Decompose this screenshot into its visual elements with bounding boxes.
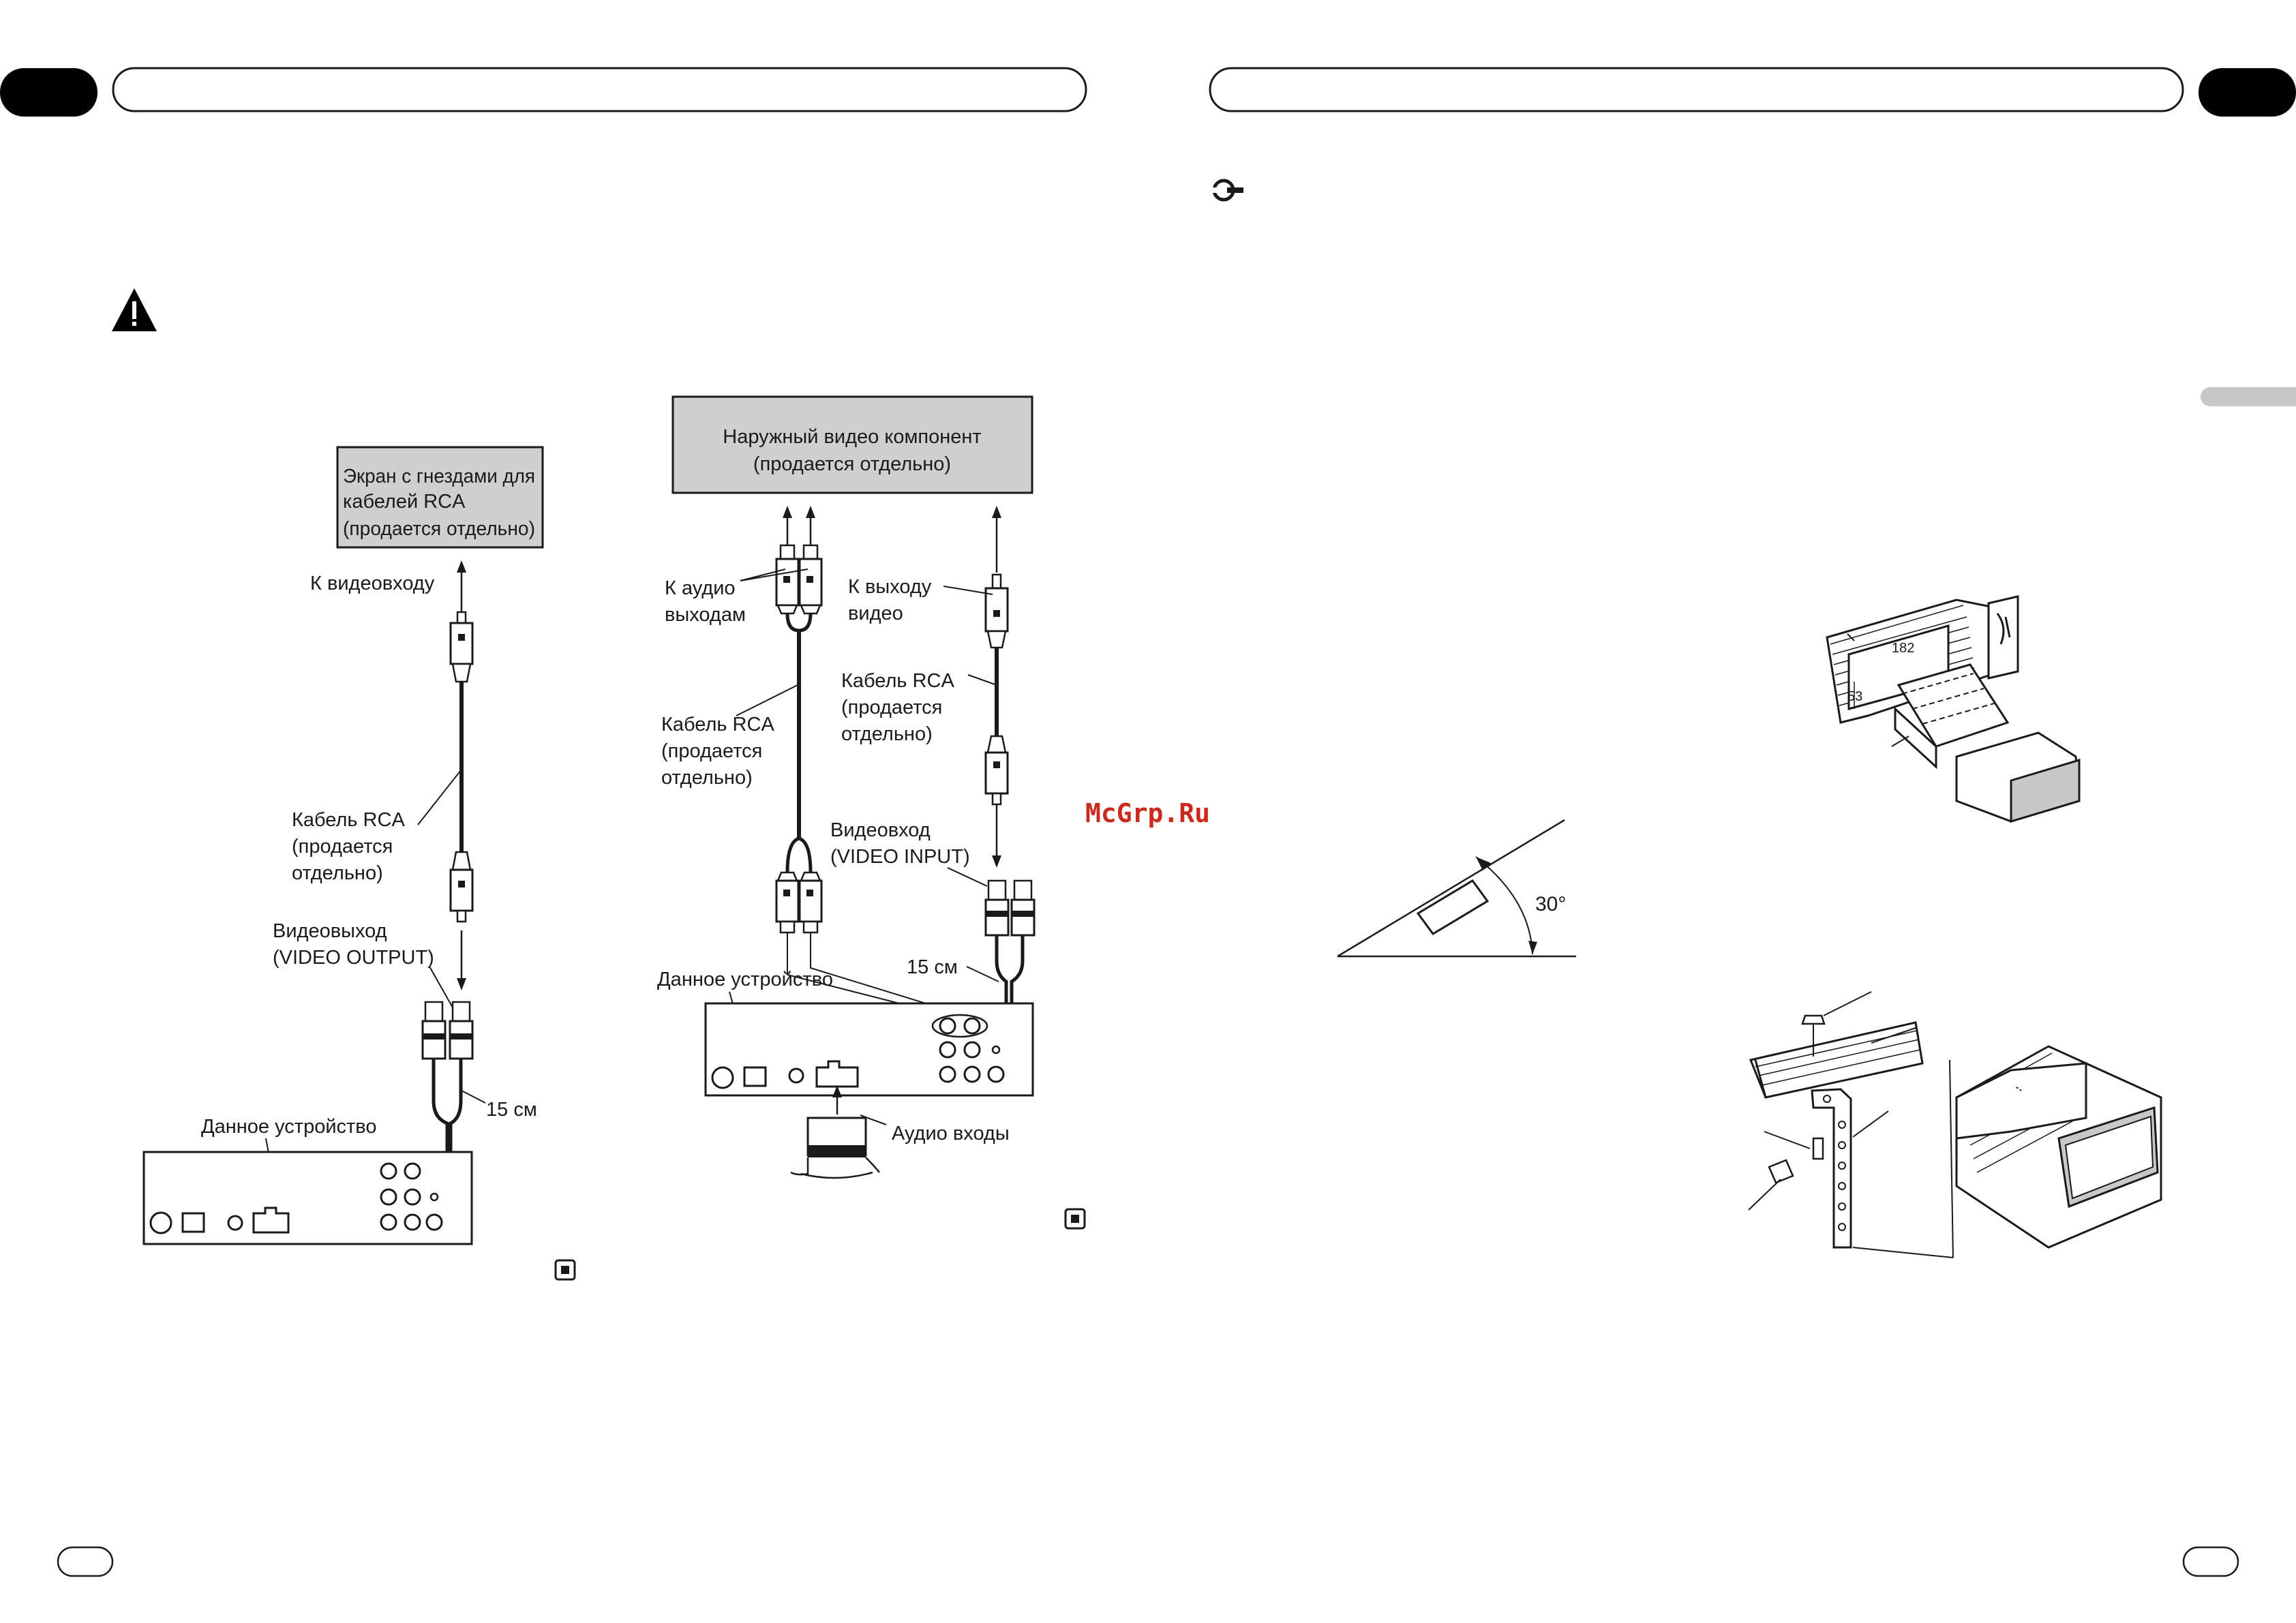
rca-plug-bottom [449, 851, 474, 923]
rca-plug-video-top [984, 573, 1009, 649]
rca-cable-right-line1: Кабель RCA [841, 670, 954, 692]
end-of-section-icon [554, 1259, 576, 1281]
rca-plug-top [449, 611, 474, 683]
side-language-tab [2201, 387, 2296, 406]
right-title-bar [1209, 67, 2184, 112]
rca-jack-pair-right [984, 879, 1036, 1020]
install-sleeve-diagram: 182 53 [1826, 595, 2081, 823]
video-output-line1: Видеовыход [273, 920, 387, 942]
screw-icon [1812, 1137, 1824, 1160]
warning-triangle-icon [112, 288, 157, 331]
angle-label: 30° [1535, 893, 1566, 915]
display-box [336, 446, 544, 549]
angle-diagram: 30° [1337, 819, 1576, 958]
audio-inputs-label: Аудио входы [892, 1123, 1010, 1144]
rca-cable-line2: (продается [292, 836, 393, 858]
end-of-section-icon [1064, 1208, 1086, 1230]
rca-cable-line3: отдельно) [292, 862, 383, 884]
right-diagram: Наружный видео компонент (продается отде… [657, 395, 1086, 1230]
to-video-output-line1: К выходу [848, 576, 932, 598]
rca-cable-left-line3: отдельно) [661, 767, 753, 789]
length-label: 15 см [486, 1099, 537, 1121]
screw-icon [1768, 1159, 1794, 1184]
rca-cable-left-line2: (продается [661, 740, 762, 762]
rca-cable-right-line3: отдельно) [841, 723, 933, 745]
rca-cable-line1: Кабель RCA [292, 809, 405, 831]
video-input-line2: (VIDEO INPUT) [830, 846, 970, 868]
video-output-line2: (VIDEO OUTPUT) [273, 947, 434, 969]
arrow-up-icon [992, 506, 1001, 518]
arrow-down-icon [992, 855, 1001, 868]
rca-cable-left-line1: Кабель RCA [661, 714, 774, 735]
watermark: McGrp.Ru [1085, 798, 1210, 828]
this-unit-label: Данное устройство [201, 1116, 377, 1138]
external-component-box [671, 395, 1033, 494]
arrow-up-icon [806, 506, 815, 518]
right-page-tab [2199, 68, 2296, 117]
left-title-bar [112, 67, 1087, 112]
right-page-number-pill [2182, 1546, 2239, 1577]
display-box-line3: (продается отдельно) [343, 518, 535, 540]
rca-plug-pair-bottom [775, 836, 823, 934]
length-label: 15 см [907, 956, 958, 978]
left-page-tab [0, 68, 97, 117]
to-audio-outputs-line2: выходам [665, 604, 746, 626]
rca-plug-pair-top [775, 544, 823, 633]
to-video-output-line2: видео [848, 603, 903, 624]
display-box-line1: Экран с гнездами для [343, 466, 535, 487]
external-box-line1: Наружный видео компонент [723, 426, 981, 448]
arrow-up-icon [783, 506, 792, 518]
arrow-icon [1528, 941, 1537, 954]
bolt-icon [1801, 1014, 1826, 1025]
display-box-line2: кабелей RCA [343, 491, 466, 513]
arrow-up-icon [457, 560, 466, 573]
video-input-line1: Видеовход [830, 819, 931, 841]
head-unit-rear-panel [142, 1151, 473, 1245]
header [0, 67, 2296, 406]
rca-jack-pair [421, 1001, 474, 1170]
left-page-number-pill [57, 1546, 114, 1577]
to-audio-outputs-line1: К аудио [665, 577, 736, 599]
bracket-mount-diagram [1748, 991, 2162, 1258]
dim-width-label: 182 [1892, 641, 1914, 656]
to-video-input-label: К видеовходу [310, 573, 435, 594]
rca-cable-right-line2: (продается [841, 697, 942, 718]
dim-height-label: 53 [1847, 689, 1862, 704]
arrow-up-icon [832, 1085, 842, 1097]
arrow-down-icon [457, 978, 466, 990]
wiring-harness-connector [790, 1117, 880, 1179]
rca-plug-video-bottom [984, 735, 1009, 806]
left-diagram: Экран с гнездами для кабелей RCA (продае… [142, 446, 576, 1281]
head-unit-rear-panel [704, 1002, 1034, 1097]
arrow-icon [1476, 857, 1491, 870]
important-wrench-icon [1211, 179, 1243, 202]
external-box-line2: (продается отдельно) [753, 453, 951, 475]
this-unit-label: Данное устройство [657, 969, 833, 990]
